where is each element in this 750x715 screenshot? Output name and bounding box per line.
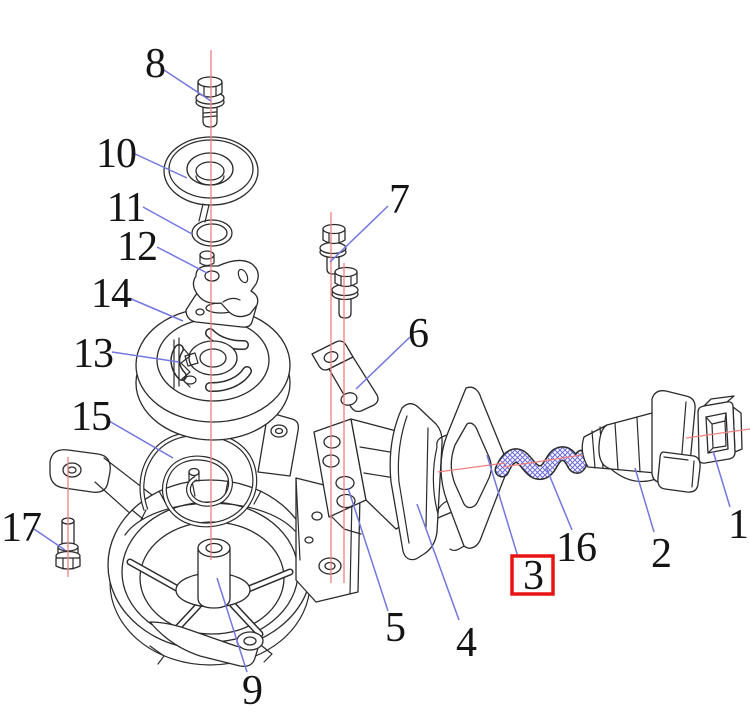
part-label-5: 5 — [385, 605, 405, 651]
leader-line-7 — [329, 205, 389, 263]
highlight-box-part-3 — [510, 554, 555, 596]
part-label-14: 14 — [91, 271, 132, 317]
leader-line-10 — [132, 152, 188, 179]
part-13-14-rope-pulley — [135, 280, 291, 441]
leader-line-5 — [347, 487, 389, 612]
part-label-4: 4 — [456, 620, 477, 666]
part-label-15: 15 — [71, 394, 111, 440]
part-7-bolts — [319, 223, 359, 319]
part-label-12: 12 — [117, 224, 157, 270]
part-16-starter-rope — [494, 446, 590, 481]
part-label-3: 3 — [523, 553, 543, 599]
leader-line-13 — [111, 351, 180, 363]
leader-line-12 — [156, 246, 208, 274]
leader-line-14 — [128, 297, 184, 322]
part-label-6: 6 — [408, 311, 428, 357]
leader-line-17 — [33, 528, 66, 551]
part-label-7: 7 — [389, 177, 409, 223]
part-8-bolt — [195, 76, 225, 128]
part-2-starter-handle — [581, 390, 701, 493]
leader-line-16 — [545, 466, 573, 531]
leader-line-9 — [216, 577, 248, 673]
part-label-10: 10 — [96, 131, 136, 177]
part-labels: 8 10 11 12 14 13 15 17 9 7 6 5 4 3 16 2 … — [1, 41, 749, 714]
leader-lines — [33, 69, 731, 673]
part-label-16: 16 — [556, 525, 596, 571]
leader-line-2 — [634, 467, 655, 533]
leader-line-1 — [712, 450, 731, 508]
leader-line-8 — [163, 69, 212, 102]
part-label-13: 13 — [73, 331, 113, 377]
leader-line-6 — [355, 336, 411, 390]
part-1-handle-insert — [697, 395, 743, 464]
part-label-8: 8 — [145, 41, 165, 87]
part-label-17: 17 — [1, 505, 41, 551]
part-label-2: 2 — [651, 531, 671, 577]
part-6-bracket — [311, 340, 379, 413]
part-label-1: 1 — [728, 502, 748, 548]
leader-line-11 — [142, 206, 193, 235]
leader-line-15 — [108, 420, 174, 459]
centerlines — [67, 50, 750, 583]
part-4-cover-plate — [389, 403, 443, 561]
part-label-9: 9 — [242, 668, 262, 714]
leader-line-3 — [486, 454, 519, 558]
part-9-starter-housing — [49, 414, 361, 667]
part-11-washer — [191, 219, 233, 247]
part-label-11: 11 — [107, 185, 145, 231]
leader-line-4 — [416, 503, 460, 621]
